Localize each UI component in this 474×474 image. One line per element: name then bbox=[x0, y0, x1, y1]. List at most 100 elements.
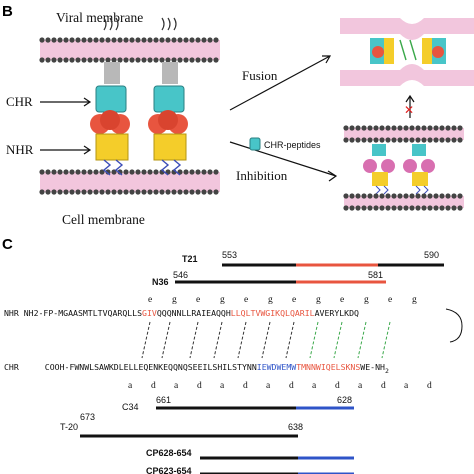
interaction-line bbox=[309, 321, 319, 359]
lipid-head bbox=[445, 125, 451, 131]
lipid-head bbox=[75, 189, 81, 195]
cell-membrane-label: Cell membrane bbox=[62, 212, 145, 227]
cell-membrane bbox=[39, 169, 220, 195]
lipid-head bbox=[51, 37, 57, 43]
heptad-letter: d bbox=[427, 381, 432, 391]
lipid-head bbox=[195, 189, 201, 195]
heptad-letter: g bbox=[220, 295, 225, 305]
lipid-head bbox=[69, 37, 75, 43]
lipid-head bbox=[367, 137, 373, 143]
nhr-seg2: GIV bbox=[142, 308, 157, 318]
nhr-seg5: AVERYLKDQ bbox=[315, 308, 359, 318]
panel-label-b: B bbox=[2, 3, 13, 20]
interaction-line bbox=[261, 321, 271, 359]
lipid-head bbox=[361, 205, 367, 211]
lipid-head bbox=[93, 37, 99, 43]
lipid-head bbox=[445, 205, 451, 211]
lipid-head bbox=[105, 57, 111, 63]
peptide-c34-name: C34 bbox=[122, 402, 139, 412]
chr-seg1: COOH-FWNWLSAWKDLELLEQENKEQQNQSEEILSHILST… bbox=[45, 362, 257, 372]
lipid-head bbox=[213, 169, 219, 175]
lipid-head bbox=[39, 37, 45, 43]
heptad-letter: a bbox=[128, 381, 133, 391]
lipid-head bbox=[93, 57, 99, 63]
heptad-letter: g bbox=[172, 295, 177, 305]
lipid-head bbox=[135, 37, 141, 43]
lipid-head bbox=[99, 189, 105, 195]
lipid-head bbox=[391, 205, 397, 211]
lipid-head bbox=[397, 205, 403, 211]
lipid-head bbox=[57, 57, 63, 63]
lipid-head bbox=[349, 193, 355, 199]
lipid-head bbox=[451, 193, 457, 199]
heptad-letter: a bbox=[312, 381, 317, 391]
lipid-head bbox=[415, 137, 421, 143]
lipid-head bbox=[415, 125, 421, 131]
heptad-letter: d bbox=[289, 381, 294, 391]
heptad-letter: e bbox=[244, 295, 248, 305]
peptide-t21: T21 553 590 bbox=[182, 250, 444, 267]
peptide-t21-end: 590 bbox=[424, 250, 439, 260]
lipid-head bbox=[177, 57, 183, 63]
heptad-letter: a bbox=[220, 381, 225, 391]
lipid-head bbox=[105, 189, 111, 195]
lipid-head bbox=[111, 37, 117, 43]
lipid-head bbox=[433, 125, 439, 131]
nhr-seg4: LLQLTVWGIKQLQARIL bbox=[231, 308, 315, 318]
peptide-cp628-654: CP628-654 bbox=[146, 448, 354, 460]
lipid-head bbox=[63, 37, 69, 43]
lipid-head bbox=[135, 169, 141, 175]
peptide-t21-name: T21 bbox=[182, 254, 198, 264]
lipid-head bbox=[457, 125, 463, 131]
interaction-line bbox=[381, 321, 391, 359]
chr-arrow bbox=[40, 97, 92, 107]
lipid-head bbox=[99, 57, 105, 63]
lipid-head bbox=[123, 57, 129, 63]
heptad-letter: g bbox=[364, 295, 369, 305]
lipid-head bbox=[201, 57, 207, 63]
lipid-head bbox=[451, 205, 457, 211]
lipid-head bbox=[201, 189, 207, 195]
nhr-seg3: QQQNNLLRAIEAQQH bbox=[157, 308, 231, 318]
fused-membranes bbox=[340, 18, 474, 86]
lipid-head bbox=[141, 57, 147, 63]
lipid-head bbox=[183, 37, 189, 43]
heptad-letter: a bbox=[174, 381, 179, 391]
lipid-head bbox=[69, 169, 75, 175]
lipid-head bbox=[153, 57, 159, 63]
lipid-head bbox=[189, 169, 195, 175]
lipid-head bbox=[391, 137, 397, 143]
interaction-line bbox=[357, 321, 367, 359]
lipid-head bbox=[343, 125, 349, 131]
lipid-head bbox=[397, 137, 403, 143]
heptad-letter: g bbox=[412, 295, 417, 305]
lipid-head bbox=[349, 125, 355, 131]
chr-peptide-legend-label: CHR-peptides bbox=[264, 140, 321, 150]
lipid-head bbox=[171, 57, 177, 63]
lipid-head bbox=[373, 137, 379, 143]
heptad-letter: e bbox=[388, 295, 392, 305]
lipid-head bbox=[439, 193, 445, 199]
lipid-head bbox=[361, 137, 367, 143]
lipid-head bbox=[165, 37, 171, 43]
nhr-label: NHR bbox=[6, 142, 34, 157]
lipid-head bbox=[195, 57, 201, 63]
peptide-c34-start: 661 bbox=[156, 395, 171, 405]
lipid-head bbox=[207, 189, 213, 195]
lipid-head bbox=[87, 169, 93, 175]
heptad-letter: d bbox=[151, 381, 156, 391]
lipid-head bbox=[45, 37, 51, 43]
lipid-head bbox=[147, 57, 153, 63]
lipid-head bbox=[183, 189, 189, 195]
lipid-head bbox=[99, 37, 105, 43]
lipid-head bbox=[379, 193, 385, 199]
lipid-head bbox=[361, 193, 367, 199]
lipid-head bbox=[81, 37, 87, 43]
lipid-head bbox=[427, 205, 433, 211]
lipid-head bbox=[171, 189, 177, 195]
heptad-letter: a bbox=[266, 381, 271, 391]
heptad-letter: g bbox=[268, 295, 273, 305]
lipid-head bbox=[409, 125, 415, 131]
lipid-head bbox=[439, 137, 445, 143]
